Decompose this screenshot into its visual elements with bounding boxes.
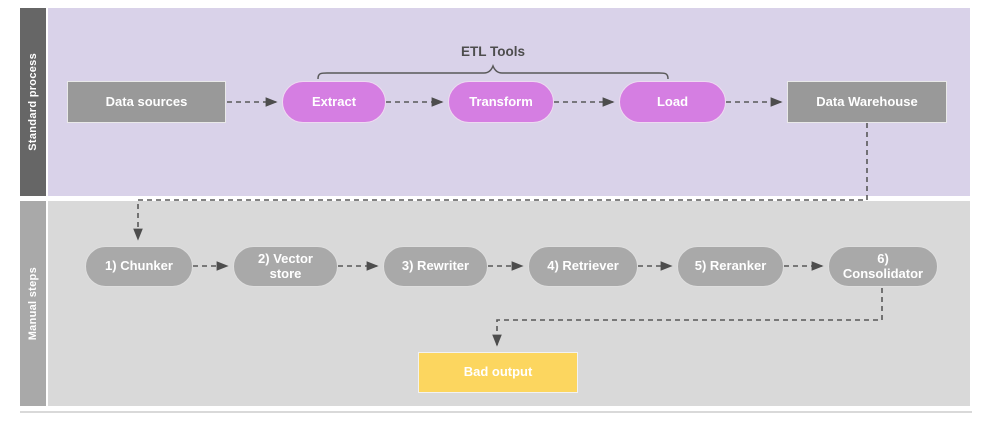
lane-label-manual-steps: Manual steps bbox=[27, 266, 39, 341]
node-extract: Extract bbox=[282, 81, 386, 123]
lane-label-standard-process: Standard process bbox=[27, 53, 39, 151]
node-transform: Transform bbox=[448, 81, 554, 123]
lane-header-manual-steps: Manual steps bbox=[20, 201, 46, 406]
node-bad-output: Bad output bbox=[418, 352, 578, 393]
node-load: Load bbox=[619, 81, 726, 123]
etl-tools-label: ETL Tools bbox=[461, 44, 525, 59]
node-chunker: 1) Chunker bbox=[85, 246, 193, 287]
node-reranker: 5) Reranker bbox=[677, 246, 784, 287]
lane-header-standard-process: Standard process bbox=[20, 8, 46, 196]
node-data-sources: Data sources bbox=[67, 81, 226, 123]
node-consolidator: 6) Consolidator bbox=[828, 246, 938, 287]
node-retriever: 4) Retriever bbox=[528, 246, 638, 287]
node-rewriter: 3) Rewriter bbox=[383, 246, 488, 287]
diagram-bottom-border bbox=[20, 411, 972, 413]
node-data-warehouse: Data Warehouse bbox=[787, 81, 947, 123]
node-vector-store: 2) Vector store bbox=[233, 246, 338, 287]
